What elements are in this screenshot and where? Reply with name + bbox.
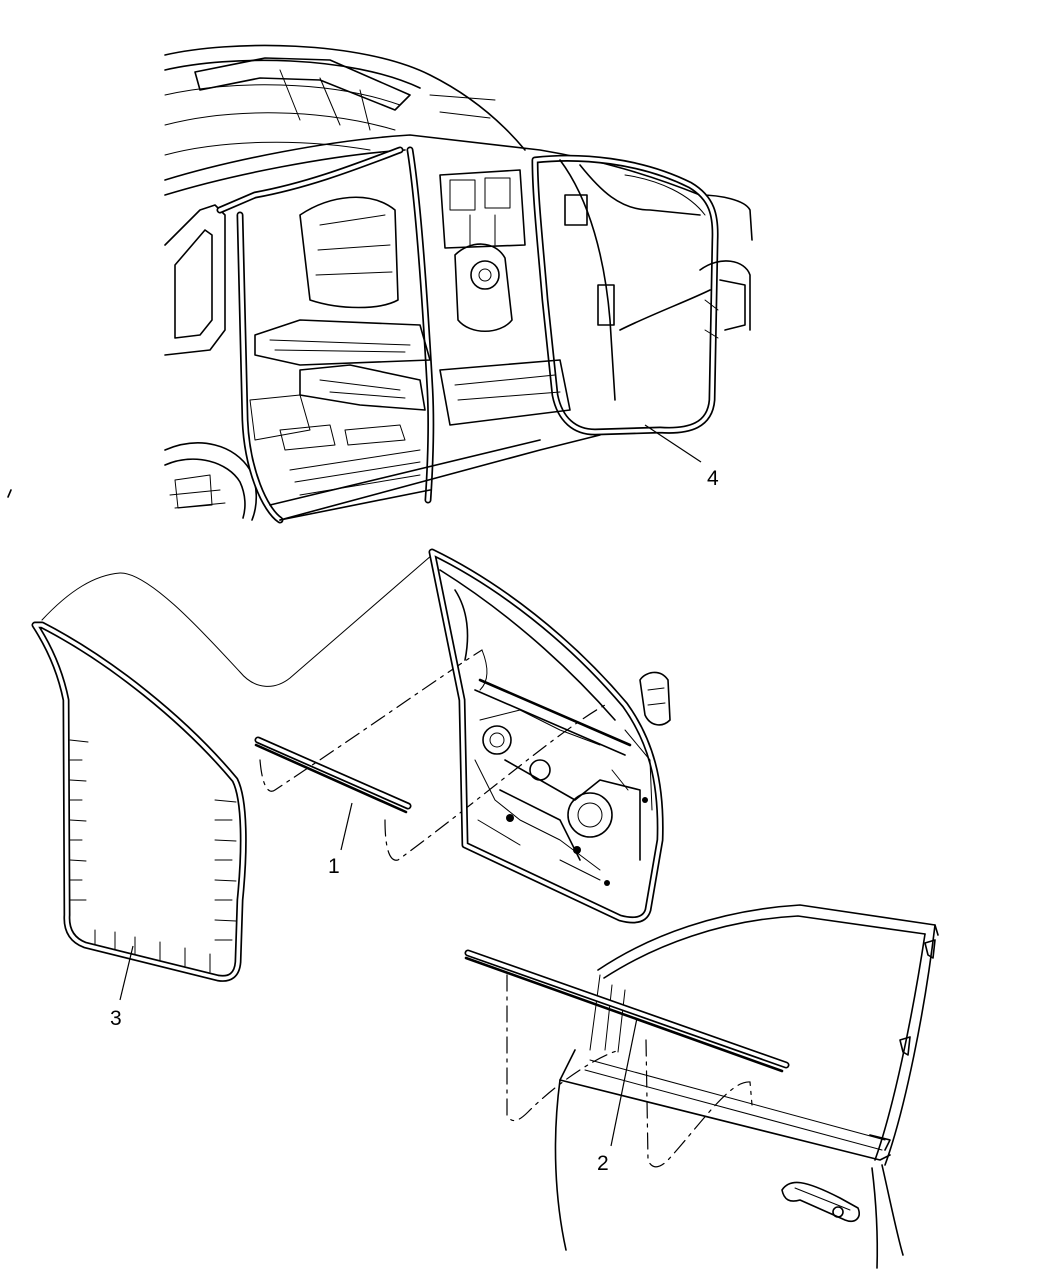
callouts: 1 2 3 4 [110,424,719,1175]
vehicle-body-illustration [7,44,753,524]
callout-4: 4 [707,467,719,490]
callout-2: 2 [597,1152,609,1175]
front-door-weatherstrip-part-3 [31,554,433,982]
callout-3: 3 [110,1007,122,1030]
front-door-outer-illustration [464,904,939,1269]
leader-line-4 [644,424,702,463]
callout-1: 1 [328,855,340,878]
leader-line-3 [119,945,134,1001]
leader-line-2 [610,1017,638,1147]
leader-line-1 [340,802,353,851]
front-door-inner-panel-illustration [428,548,671,924]
inner-belt-weatherstrip-part-1 [254,649,606,861]
